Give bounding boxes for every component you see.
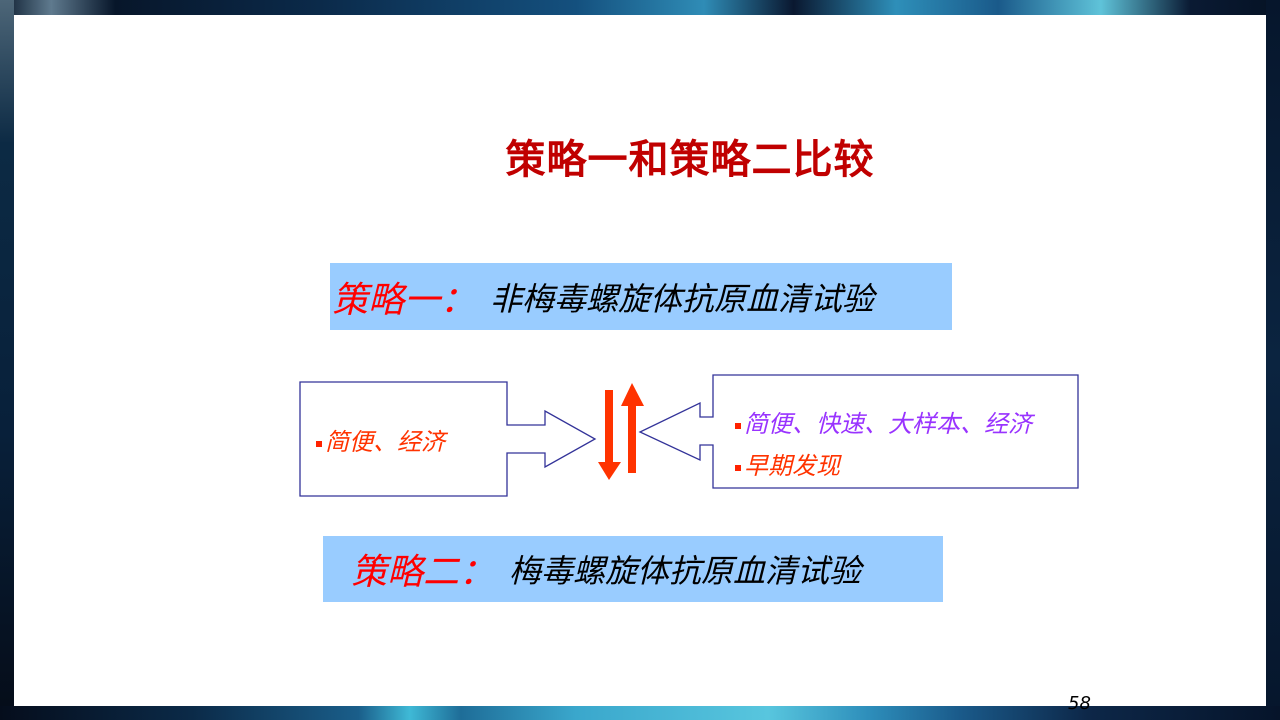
bullet-square-icon — [316, 440, 322, 447]
up-arrow-icon — [621, 383, 644, 473]
slide-canvas: 策略一和策略二比较 策略一： 非梅毒螺旋体抗原血清试验 简便、经济 简便、快速、… — [14, 15, 1266, 714]
left-callout-item: 简便、经济 — [316, 422, 445, 457]
right-callout-item-text: 简便、快速、大样本、经济 — [744, 410, 1032, 438]
strategy-one-label: 策略一： — [332, 279, 477, 321]
right-callout-item: 早期发现 — [735, 446, 840, 481]
slide-title: 策略一和策略二比较 — [505, 137, 875, 183]
frame-right-border — [1266, 0, 1280, 720]
strategy-two-banner: 策略二： 梅毒螺旋体抗原血清试验 — [323, 536, 943, 602]
frame-left-border — [0, 0, 14, 720]
comparison-diagram — [299, 374, 1079, 497]
left-callout-item-text: 简便、经济 — [325, 428, 445, 456]
down-arrow-icon — [598, 390, 621, 480]
strategy-one-banner: 策略一： 非梅毒螺旋体抗原血清试验 — [330, 263, 952, 330]
frame-bottom-border — [0, 706, 1280, 720]
page-number: 58 — [1068, 693, 1091, 714]
strategy-two-text: 梅毒螺旋体抗原血清试验 — [509, 552, 862, 590]
right-callout-item-text: 早期发现 — [744, 452, 840, 480]
bullet-square-icon — [735, 464, 741, 471]
strategy-one-text: 非梅毒螺旋体抗原血清试验 — [490, 279, 875, 318]
right-callout-item: 简便、快速、大样本、经济 — [735, 404, 1032, 439]
bullet-square-icon — [735, 422, 741, 429]
strategy-two-label: 策略二： — [351, 552, 496, 593]
